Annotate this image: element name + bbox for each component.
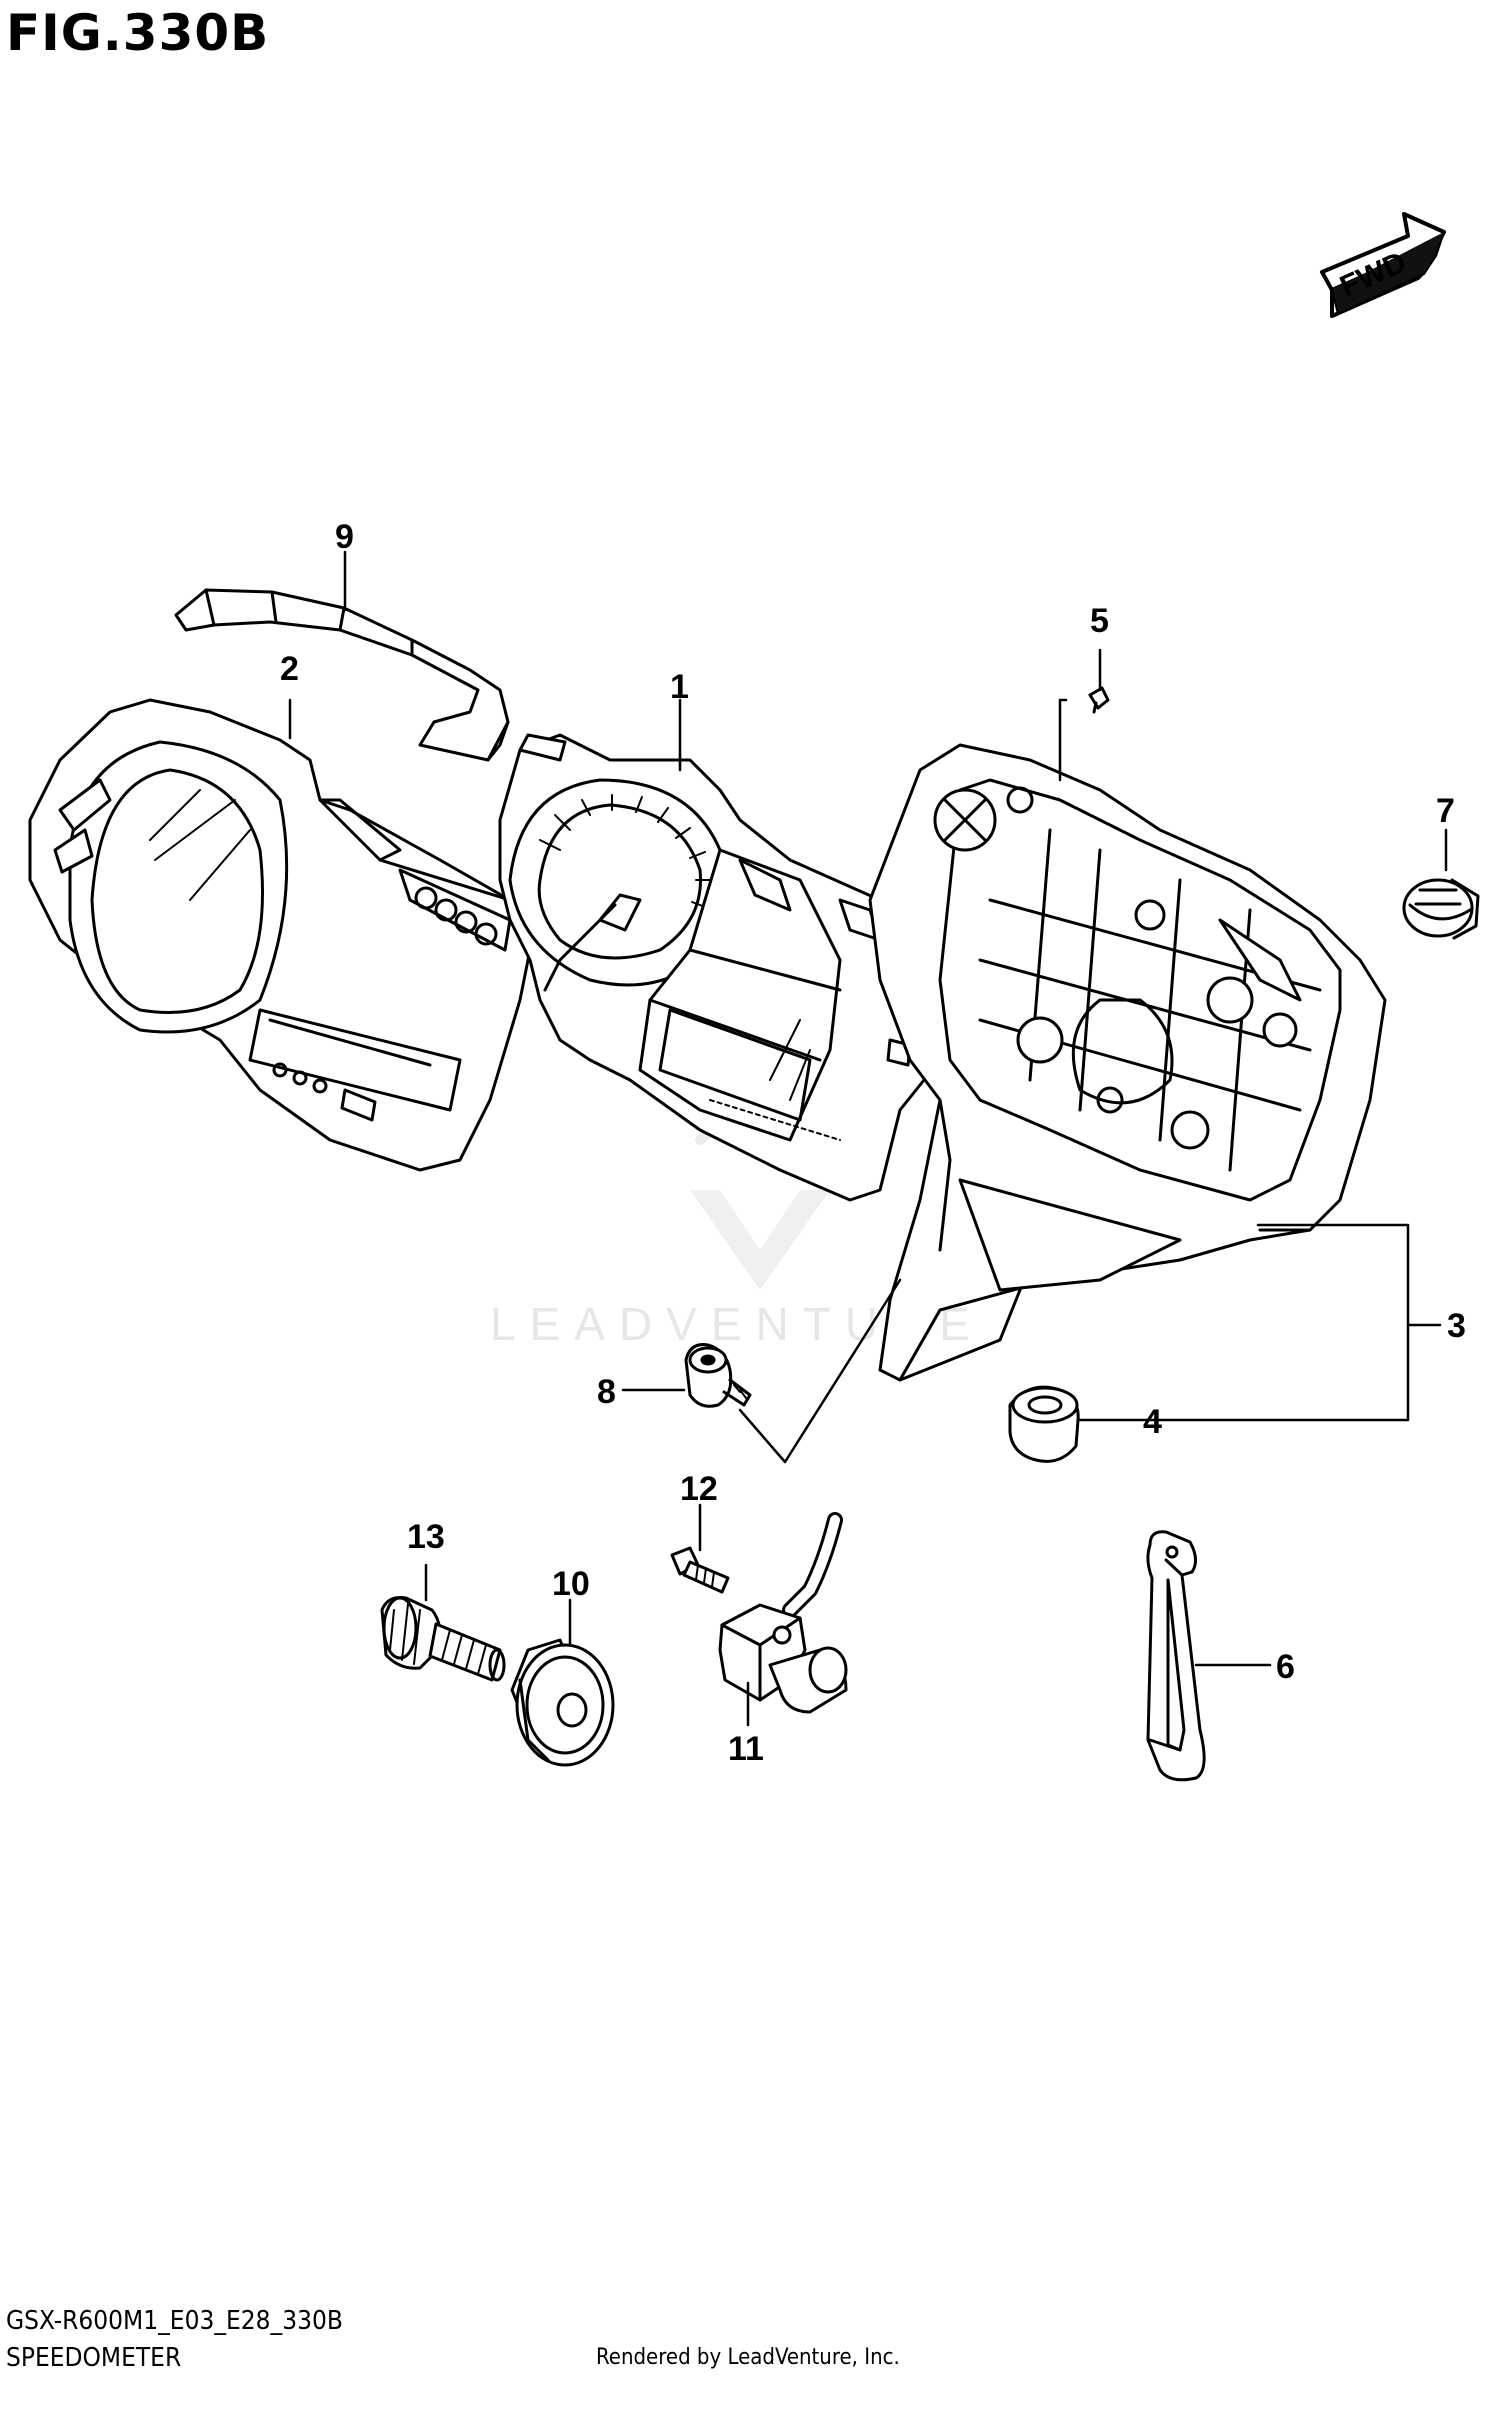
- callout-4: 4: [1143, 1403, 1162, 1441]
- part-13-mounting-bolt: [380, 1596, 506, 1682]
- callout-10: 10: [552, 1565, 590, 1603]
- part-3-rear-case-bracket: [868, 743, 1387, 1382]
- callout-12: 12: [680, 1470, 718, 1508]
- callout-7: 7: [1436, 792, 1455, 830]
- figure-title: FIG.330B: [6, 4, 270, 62]
- leader-lines: [288, 550, 1448, 1727]
- part-8-bolt: [684, 1343, 752, 1408]
- part-2-meter-front-case: [28, 698, 534, 1172]
- section-name: SPEEDOMETER: [6, 2343, 182, 2373]
- callout-3: 3: [1447, 1307, 1466, 1345]
- callout-labels: 9 2 1 5 7 3 4 8 12 13 10 6 11: [280, 518, 1466, 1768]
- part-12-sensor-bolt: [670, 1546, 730, 1594]
- callout-9: 9: [335, 518, 354, 556]
- part-1-meter-assembly: [498, 733, 952, 1202]
- model-code: GSX-R600M1_E03_E28_330B: [6, 2306, 343, 2336]
- part-6-clamp-band: [1146, 1530, 1206, 1782]
- part-11-speed-sensor: [718, 1512, 848, 1714]
- callout-8: 8: [597, 1373, 616, 1411]
- callout-13: 13: [407, 1518, 445, 1556]
- callout-2: 2: [280, 650, 299, 688]
- part-7-rubber-grommet: [1402, 878, 1480, 940]
- part-5-small-screw: [1088, 686, 1110, 714]
- fwd-arrow-icon: FWD: [1320, 212, 1446, 318]
- parts-diagram: LEADVENTURE FWD: [28, 212, 1480, 1782]
- render-credit: Rendered by LeadVenture, Inc.: [596, 2345, 900, 2370]
- callout-6: 6: [1276, 1648, 1295, 1686]
- part-10-cushion-washer: [510, 1638, 615, 1767]
- callout-11: 11: [728, 1730, 764, 1768]
- callout-5: 5: [1090, 602, 1109, 640]
- leader-8-ref: [738, 1278, 902, 1464]
- part-4-rubber-damper: [1008, 1385, 1080, 1463]
- leader-3-4: [1078, 1223, 1410, 1422]
- callout-1: 1: [670, 668, 689, 706]
